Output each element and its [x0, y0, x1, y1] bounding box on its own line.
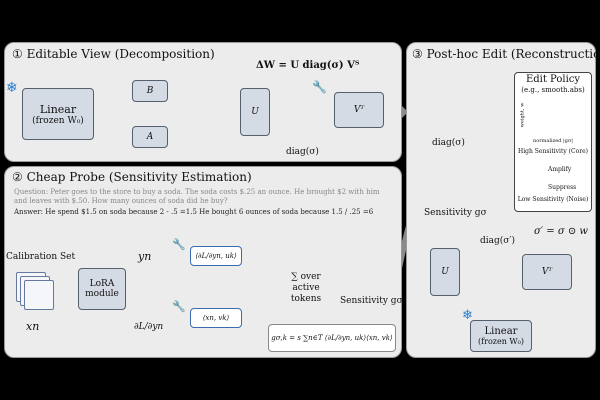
a-label: A — [146, 132, 154, 142]
sigma-eq: σ′ = σ ⊙ w — [534, 226, 588, 237]
lora-label: LoRA module — [85, 279, 119, 299]
vt-label: Vᵀ — [353, 105, 365, 115]
linear-sub: (frozen W₀) — [32, 115, 84, 126]
panel1-title: ① Editable View (Decomposition) — [12, 47, 215, 61]
policy-xlabel: normalized |gσ| — [533, 138, 573, 144]
sum-label: ∑ over active tokens — [290, 272, 322, 304]
policy-title: Edit Policy — [525, 74, 581, 85]
formula-label: gσ,k = s ∑n∈T ⟨∂L/∂yn, uk⟩⟨xn, vk⟩ — [271, 334, 393, 342]
sens-label-2: Sensitivity gσ — [340, 296, 403, 306]
wrench-icon-3: 🔧 — [172, 300, 186, 313]
formula-box: gσ,k = s ∑n∈T ⟨∂L/∂yn, uk⟩⟨xn, vk⟩ — [268, 324, 396, 352]
question-text: Question: Peter goes to the store to buy… — [14, 188, 380, 205]
snowflake-icon-3: ❄ — [462, 308, 473, 323]
a-box: A — [132, 126, 168, 148]
vt-label-3: Vᵀ — [541, 267, 553, 277]
panel3-title: ③ Post-hoc Edit (Reconstruction) — [412, 47, 600, 61]
linear-frozen-box-3: Linear (frozen W₀) — [470, 320, 532, 352]
calib-label: Calibration Set — [6, 252, 76, 262]
wrench-icon-2: 🔧 — [172, 238, 186, 251]
linear-frozen-box: Linear (frozen W₀) — [22, 88, 94, 140]
inner-product-1: ⟨∂L/∂yn, uk⟩ — [190, 246, 242, 266]
diag-label-1: diag(σ) — [286, 147, 319, 157]
u-box: U — [240, 88, 270, 136]
suppress-label: Suppress — [548, 184, 577, 191]
vt-box: Vᵀ — [334, 92, 384, 128]
diag-label-3: diag(σ) — [432, 138, 465, 148]
vt-box-3: Vᵀ — [522, 254, 572, 290]
low-sens: Low Sensitivity (Noise) — [517, 196, 589, 203]
b-label: B — [146, 86, 154, 96]
yn-label: yn — [138, 250, 152, 263]
u-box-3: U — [430, 248, 460, 296]
linear-label: Linear — [39, 102, 77, 116]
policy-box — [514, 72, 592, 212]
snowflake-icon: ❄ — [6, 80, 18, 96]
xn-label: xn — [26, 320, 40, 333]
answer-text: Answer: He spend $1.5 on soda because 2 … — [14, 208, 374, 216]
inner1-label: ⟨∂L/∂yn, uk⟩ — [195, 252, 237, 260]
policy-ylabel: weight, w — [519, 102, 526, 128]
sens-label-3: Sensitivity gσ — [424, 208, 487, 218]
linear-sub-3: (frozen W₀) — [478, 337, 524, 346]
inner2-label: ⟨xn, vk⟩ — [202, 314, 230, 322]
amplify-label: Amplify — [548, 166, 572, 173]
policy-sub: (e.g., smooth.abs) — [521, 86, 585, 94]
doc-stack-icon — [16, 272, 54, 310]
high-sens: High Sensitivity (Core) — [518, 148, 588, 155]
wrench-icon-1: 🔧 — [312, 80, 327, 94]
grad-label: ∂L/∂yn — [134, 322, 164, 332]
diag-prime-label: diag(σ′) — [480, 236, 515, 246]
b-box: B — [132, 80, 168, 102]
u-label-3: U — [441, 267, 449, 277]
equation: ΔW = U diag(σ) Vᵀ — [256, 60, 360, 71]
u-label: U — [251, 107, 259, 117]
linear-label-3: Linear — [484, 326, 518, 337]
inner-product-2: ⟨xn, vk⟩ — [190, 308, 242, 328]
lora-box: LoRA module — [78, 268, 126, 310]
panel2-title: ② Cheap Probe (Sensitivity Estimation) — [12, 170, 252, 184]
